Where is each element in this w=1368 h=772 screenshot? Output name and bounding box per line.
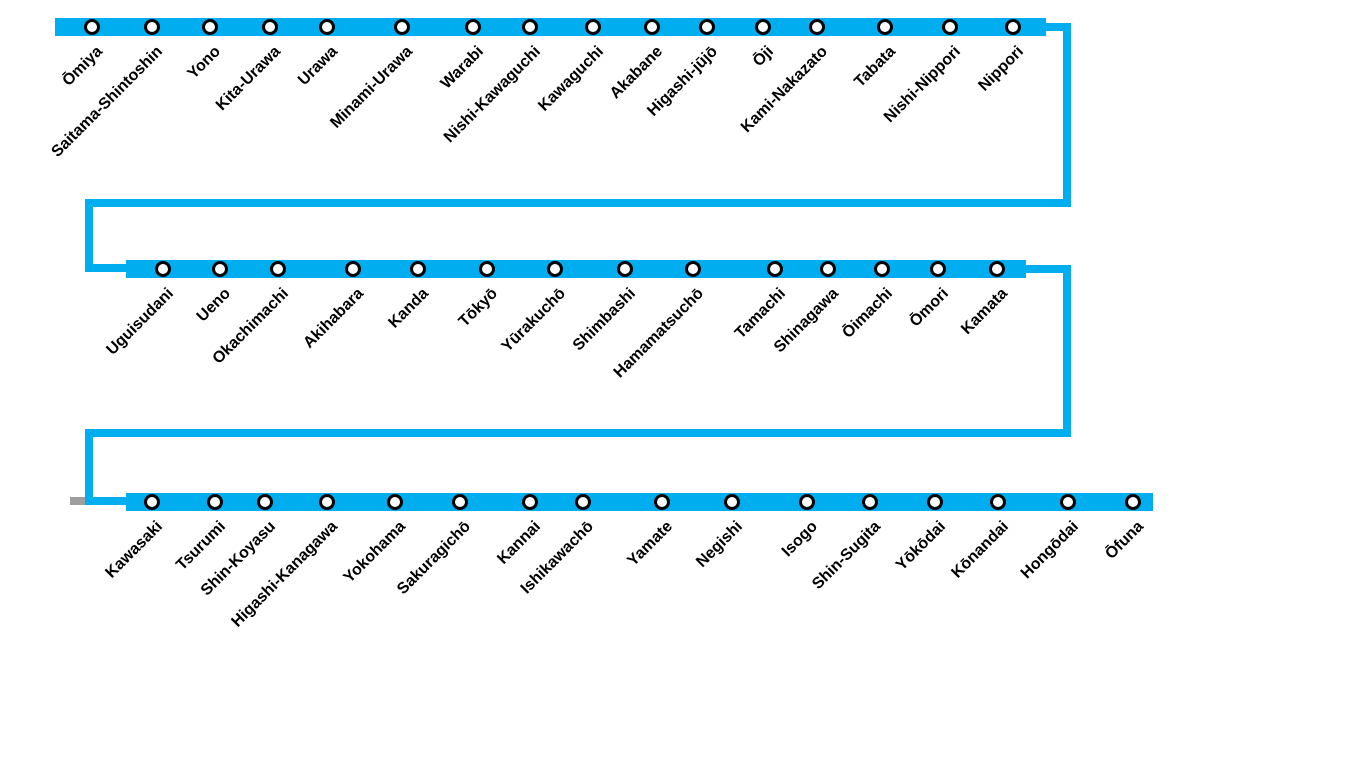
- connector2-right-vertical: [1063, 265, 1071, 437]
- station-circle-uguisudani: [154, 260, 171, 277]
- station-circle-shinagawa: [819, 260, 836, 277]
- station-circle-kami-nakazato: [808, 18, 825, 35]
- station-circle-higashi-kanagawa: [318, 493, 335, 510]
- station-circle-konandai: [989, 493, 1006, 510]
- line-bar-row2: [126, 260, 1026, 278]
- line-bar-row1: [55, 18, 1046, 36]
- station-circle-akabane: [643, 18, 660, 35]
- station-circle-ishikawacho: [574, 493, 591, 510]
- station-circle-nishi-kawaguchi: [521, 18, 538, 35]
- connector1-exit-stub: [1046, 23, 1071, 31]
- station-circle-warabi: [464, 18, 481, 35]
- station-circle-shin-koyasu: [256, 493, 273, 510]
- connector1-horizontal: [85, 199, 1071, 207]
- station-circle-shin-sugita: [861, 493, 878, 510]
- connector2-left-vertical: [85, 429, 93, 505]
- station-circle-yono: [201, 18, 218, 35]
- station-label-ueno: Ueno: [193, 285, 235, 326]
- station-circle-yamate: [653, 493, 670, 510]
- station-circle-tokyo: [478, 260, 495, 277]
- station-circle-minami-urawa: [393, 18, 410, 35]
- station-circle-yurakucho: [546, 260, 563, 277]
- connector2-exit-stub: [1026, 265, 1071, 273]
- connector1-right-vertical: [1063, 23, 1071, 207]
- station-circle-hongodai: [1059, 493, 1076, 510]
- station-circle-yokodai: [926, 493, 943, 510]
- station-circle-okachimachi: [269, 260, 286, 277]
- line-bar-row3: [126, 493, 1153, 511]
- station-label-shin-sugita: Shin-Sugita: [809, 518, 885, 593]
- connector2-gray-artifact: [70, 497, 85, 505]
- station-label-kita-urawa: Kita-Urawa: [212, 43, 285, 115]
- station-label-higashi-jujo: Higashi-jūjō: [644, 43, 722, 120]
- station-circle-akihabara: [344, 260, 361, 277]
- station-circle-tamachi: [766, 260, 783, 277]
- station-circle-ueno: [211, 260, 228, 277]
- station-circle-nippori: [1004, 18, 1021, 35]
- station-circle-tabata: [876, 18, 893, 35]
- station-circle-omori: [929, 260, 946, 277]
- connector2-horizontal: [85, 429, 1071, 437]
- station-circle-ofuna: [1124, 493, 1141, 510]
- station-label-oimachi: Ōimachi: [839, 285, 897, 342]
- station-circle-kawasaki: [143, 493, 160, 510]
- station-circle-kannai: [521, 493, 538, 510]
- station-circle-oji: [754, 18, 771, 35]
- station-circle-shimbashi: [616, 260, 633, 277]
- station-circle-oimachi: [873, 260, 890, 277]
- connector2-entry-stub: [85, 497, 126, 505]
- station-circle-negishi: [723, 493, 740, 510]
- connector1-entry-stub: [85, 264, 126, 272]
- station-label-tsurumi: Tsurumi: [173, 518, 230, 574]
- station-circle-nishi-nippori: [941, 18, 958, 35]
- station-circle-saitama-shintoshin: [143, 18, 160, 35]
- station-circle-urawa: [318, 18, 335, 35]
- station-label-shin-koyasu: Shin-Koyasu: [197, 518, 280, 600]
- station-circle-yokohama: [386, 493, 403, 510]
- station-label-nishi-kawaguchi: Nishi-Kawaguchi: [440, 43, 545, 147]
- station-circle-higashi-jujo: [698, 18, 715, 35]
- station-circle-kamata: [988, 260, 1005, 277]
- station-circle-sakuragicho: [451, 493, 468, 510]
- station-circle-isogo: [798, 493, 815, 510]
- station-label-nippori: Nippori: [975, 43, 1028, 95]
- station-circle-kita-urawa: [261, 18, 278, 35]
- connector1-left-vertical: [85, 199, 93, 272]
- station-circle-tsurumi: [206, 493, 223, 510]
- station-circle-hamamatsucho: [684, 260, 701, 277]
- station-label-yono: Yono: [184, 43, 225, 83]
- station-circle-kawaguchi: [584, 18, 601, 35]
- station-label-oji: Ōji: [749, 43, 778, 71]
- station-circle-omiya: [83, 18, 100, 35]
- station-circle-kanda: [409, 260, 426, 277]
